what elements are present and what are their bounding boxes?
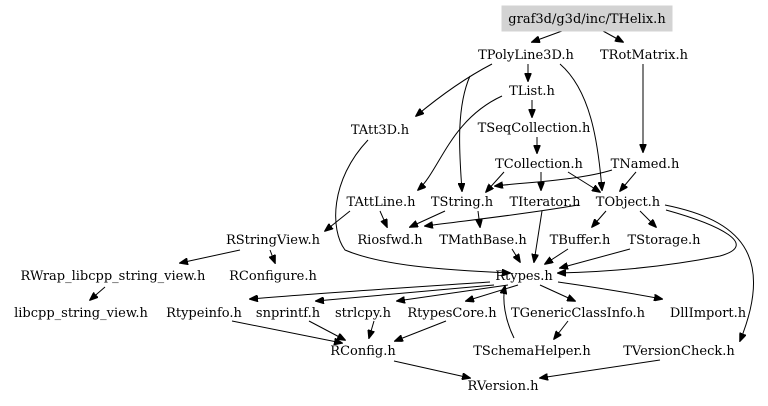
node-tcollection[interactable]: TCollection.h (495, 157, 583, 172)
edge-rtypes-dllimport (557, 281, 662, 299)
node-dllimport[interactable]: DllImport.h (670, 306, 747, 321)
node-tschemahelper[interactable]: TSchemaHelper.h (473, 344, 591, 359)
edge-strlcpy-rconfig (369, 320, 374, 338)
edge-rtypes-tgenericclassinfo (539, 284, 575, 301)
edge-tversioncheck-rversion (540, 359, 661, 378)
edge-tobject-tstorage (639, 210, 656, 227)
edge-tcollection-tobject (567, 171, 600, 192)
node-tstring[interactable]: TString.h (431, 195, 494, 210)
node-rstringview[interactable]: RStringView.h (226, 233, 321, 248)
edge-tschemahelper-rtypes (504, 286, 515, 339)
node-snprintf[interactable]: snprintf.h (256, 306, 321, 321)
edge-tpolyline3d-tstring (460, 75, 471, 191)
edge-rtypes-snprintf (316, 284, 495, 301)
edge-tobject-rtypes (558, 209, 737, 273)
edge-tattline-riosfwd (379, 210, 387, 227)
edge-thelix-tpolyline3d (532, 30, 563, 42)
edge-tstorage-rtypes (560, 248, 631, 268)
node-tstorage[interactable]: TStorage.h (627, 233, 701, 248)
edge-tnamed-tobject (620, 171, 637, 191)
node-tpolyline3d[interactable]: TPolyLine3D.h (478, 48, 574, 63)
node-rconfig[interactable]: RConfig.h (330, 344, 396, 359)
edge-titerator-rtypes (534, 210, 543, 262)
edge-rstringview-rconfigure (270, 249, 275, 263)
node-tseqcollection[interactable]: TSeqCollection.h (478, 121, 591, 136)
node-rtypeinfo[interactable]: Rtypeinfo.h (166, 306, 242, 321)
node-rwrap[interactable]: RWrap_libcpp_string_view.h (21, 269, 207, 284)
edge-tattline-rstringview (325, 210, 351, 231)
node-trotmatrix[interactable]: TRotMatrix.h (600, 48, 689, 63)
node-tatt3d[interactable]: TAtt3D.h (351, 123, 410, 138)
edge-tstring-riosfwd (410, 210, 446, 227)
node-rconfigure[interactable]: RConfigure.h (229, 269, 317, 284)
node-tlist[interactable]: TList.h (509, 84, 555, 99)
edges (90, 30, 755, 378)
edge-tatt3d-rtypes (335, 139, 510, 273)
node-tattline[interactable]: TAttLine.h (347, 195, 417, 210)
node-tobject[interactable]: TObject.h (596, 195, 661, 210)
node-tbuffer[interactable]: TBuffer.h (550, 233, 611, 248)
node-thelix-label: graf3d/g3d/inc/THelix.h (508, 12, 666, 27)
node-thelix-highlight (501, 5, 673, 32)
node-strlcpy[interactable]: strlcpy.h (335, 306, 392, 321)
node-libcpp[interactable]: libcpp_string_view.h (14, 306, 148, 321)
edge-tobject-riosfwd (425, 204, 579, 226)
edge-tcollection-tstring (486, 171, 505, 192)
node-tgenericclassinfo[interactable]: TGenericClassInfo.h (511, 306, 646, 321)
edge-rstringview-rwrap (180, 249, 241, 263)
edge-tmathbase-rtypes (511, 248, 520, 262)
node-tversioncheck[interactable]: TVersionCheck.h (623, 344, 735, 359)
node-rtypescore[interactable]: RtypesCore.h (407, 306, 497, 321)
edge-rtypes-strlcpy (397, 284, 509, 301)
node-riosfwd[interactable]: Riosfwd.h (357, 233, 423, 248)
node-thelix[interactable]: graf3d/g3d/inc/THelix.h (501, 5, 673, 32)
edge-rtypes-rtypescore (466, 284, 519, 301)
edge-tpolyline3d-tatt3d (416, 63, 493, 116)
edge-snprintf-rconfig (308, 320, 345, 340)
edge-rtypeinfo-rconfig (231, 320, 342, 343)
node-tnamed[interactable]: TNamed.h (611, 157, 680, 172)
node-rversion[interactable]: RVersion.h (468, 379, 540, 394)
nodes: graf3d/g3d/inc/THelix.h TPolyLine3D.h TR… (14, 5, 747, 394)
edge-thelix-trotmatrix (602, 30, 623, 42)
edge-rwrap-libcpp (90, 286, 106, 300)
edge-tgenericclassinfo-tschemahelper (554, 320, 569, 339)
edge-tbuffer-rtypes (545, 248, 569, 264)
edge-tobject-tbuffer (592, 210, 607, 227)
edge-tnamed-tstring (495, 169, 613, 186)
node-rtypes[interactable]: Rtypes.h (495, 269, 553, 284)
edge-rtypes-rtypeinfo (250, 281, 491, 299)
node-tmathbase[interactable]: TMathBase.h (439, 233, 527, 248)
edge-rtypescore-rconfig (395, 320, 447, 341)
edge-tobject-tversioncheck (664, 204, 755, 341)
edge-tlist-tattline (418, 95, 503, 190)
node-titerator[interactable]: TIterator.h (509, 195, 581, 210)
edge-rconfig-rversion (393, 360, 470, 378)
